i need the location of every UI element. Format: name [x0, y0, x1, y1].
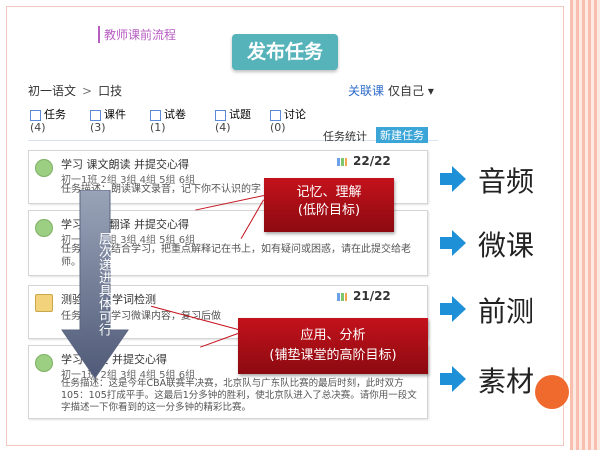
avatar	[35, 159, 53, 177]
down-arrow-icon	[61, 190, 129, 379]
high-order-goal-box: 应用、分析 (铺垫课堂的高阶目标)	[238, 318, 428, 374]
tab-courseware[interactable]: 课件 (3)	[90, 108, 126, 134]
task-groups: 初一1班 2组 3组 4组 5组 6组	[61, 175, 196, 186]
breadcrumb-lesson[interactable]: 口技	[98, 84, 123, 98]
slide-title: 发布任务	[232, 34, 338, 70]
chat-icon	[270, 109, 281, 121]
task-title: 学习 课文朗读 并提交心得	[61, 158, 189, 171]
task-description: 任务描述：结合学习，把重点解释记在书上，如有疑问或困惑，请在此提交给老师。	[61, 244, 411, 268]
task-description: 任务描述：学习微课内容，复习后做	[61, 311, 221, 322]
courseware-icon	[90, 109, 101, 121]
task-description: 任务描述：朗读课文录音，记下你不认识的字	[61, 184, 261, 195]
avatar	[35, 354, 53, 372]
quiz-icon	[35, 294, 53, 312]
bar-chart-icon	[337, 292, 347, 301]
new-task-button[interactable]: 新建任务	[376, 127, 428, 143]
decorative-stripes	[570, 0, 600, 450]
top-bar: 初一语文>口技 关联课 仅自己 ▾	[28, 80, 438, 98]
tabs: 任务 (4) 课件 (3) 试卷 (1) 试题 (4) 讨论 (0)	[28, 106, 438, 141]
tab-exam[interactable]: 试卷 (1)	[150, 108, 186, 134]
task-description: 任务描述：这是今年CBA联赛半决赛，北京队与广东队比赛的最后时刻，此时双方105…	[61, 378, 417, 413]
corner-label: 教师课前流程	[98, 26, 176, 43]
tab-discussion[interactable]: 讨论 (0)	[270, 108, 306, 134]
completion-ratio: 22/22	[337, 154, 391, 168]
right-arrow-icon	[440, 166, 466, 192]
self-filter-dropdown[interactable]: 仅自己 ▾	[388, 84, 434, 98]
document-icon	[150, 109, 161, 121]
completion-ratio: 21/22	[337, 289, 391, 303]
slide-frame	[6, 6, 564, 446]
right-arrow-icon	[440, 230, 466, 256]
low-order-goal-box: 记忆、理解 (低阶目标)	[264, 178, 394, 232]
related-lesson-link[interactable]: 关联课	[348, 84, 385, 98]
avatar	[35, 219, 53, 237]
right-arrow-icon	[440, 296, 466, 322]
breadcrumb-course[interactable]: 初一语文	[28, 84, 77, 98]
breadcrumb: 初一语文>口技	[28, 84, 123, 98]
task-groups: 初一1班 2组 3组 4组 5组 6组	[61, 235, 196, 246]
task-stats-link[interactable]: 任务统计	[323, 130, 367, 143]
orange-dot-decoration	[535, 375, 569, 409]
task-groups: 初一1班 2组 3组 4组 5组 6组	[61, 370, 196, 381]
document-icon	[215, 109, 226, 121]
tab-questions[interactable]: 试题 (4)	[215, 108, 251, 134]
bar-chart-icon	[337, 157, 347, 166]
tab-tasks[interactable]: 任务 (4)	[30, 108, 66, 134]
right-arrow-icon	[440, 366, 466, 392]
tabs-divider	[28, 140, 438, 141]
progressive-label: 层次递进具体可行	[96, 232, 111, 336]
flag-icon	[30, 109, 41, 121]
